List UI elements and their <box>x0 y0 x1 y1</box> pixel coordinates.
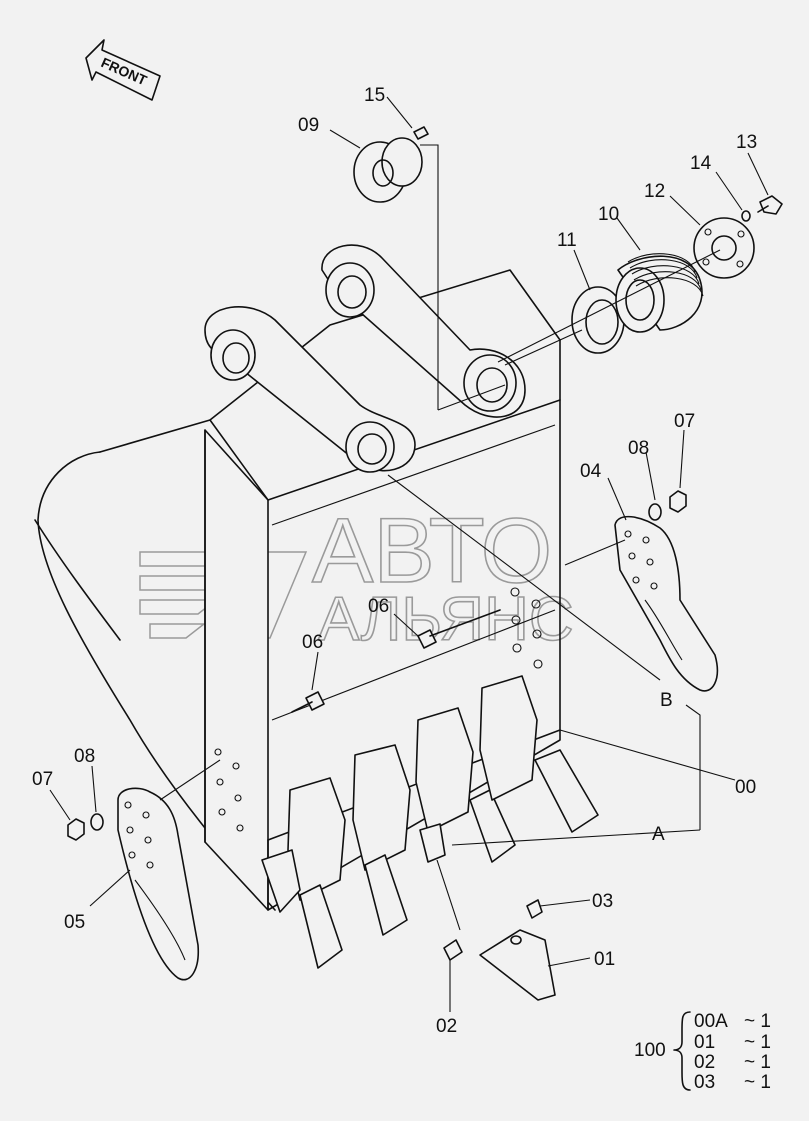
callout-06-left: 06 <box>302 632 323 653</box>
side-cutter-left <box>117 787 200 981</box>
assembly-row-3: 02 ~ 1 <box>694 1052 771 1073</box>
grease-fitting <box>413 126 429 140</box>
cap-bolt <box>757 195 783 215</box>
callout-09: 09 <box>298 115 319 136</box>
callout-A: A <box>652 824 665 845</box>
assembly-qty-1: ~ 1 <box>744 1011 771 1032</box>
pin-boss-upper-left <box>210 329 256 381</box>
callout-03: 03 <box>592 891 613 912</box>
assembly-brace <box>673 1011 691 1091</box>
pin-boss-lower-left <box>345 421 395 473</box>
assembly-qty-4: ~ 1 <box>744 1072 771 1093</box>
assembly-note: 100 00A ~ 1 01 ~ 1 02 ~ 1 03 ~ 1 <box>634 1011 771 1093</box>
callout-07-left: 07 <box>32 769 53 790</box>
callout-05: 05 <box>64 912 85 933</box>
assembly-part-2: 01 <box>694 1032 715 1053</box>
callout-14: 14 <box>690 153 712 174</box>
pin-boss-upper-right <box>325 262 375 318</box>
callout-13: 13 <box>736 132 757 153</box>
tooth-adapter-1 <box>287 777 346 969</box>
tooth-adapter-2 <box>352 744 411 936</box>
callout-07-right: 07 <box>674 411 695 432</box>
callout-08-left: 08 <box>74 746 95 767</box>
callout-04: 04 <box>580 461 602 482</box>
assembly-part-4: 03 <box>694 1072 715 1093</box>
bolt-right <box>417 609 501 649</box>
watermark-line-2: АЛЬЯНС <box>318 585 574 654</box>
callout-11: 11 <box>557 230 577 251</box>
lock-washer <box>741 210 751 222</box>
nut-left <box>67 818 85 841</box>
callout-12: 12 <box>644 181 665 202</box>
washer-right <box>648 503 662 521</box>
loose-tooth <box>479 929 556 1001</box>
assembly-row-1: 00A ~ 1 <box>694 1011 771 1032</box>
left-side-bolt-holes <box>214 748 244 832</box>
boss-brackets <box>204 244 526 473</box>
pin-boss-lower-right <box>463 354 517 412</box>
callout-08-right: 08 <box>628 438 649 459</box>
bucket-teeth <box>261 675 599 969</box>
callout-15: 15 <box>364 85 385 106</box>
callouts: 15 09 13 14 12 10 11 07 08 04 06 06 B 08… <box>32 85 757 1037</box>
bolt-left <box>291 691 325 713</box>
assembly-part-1: 00A <box>694 1011 728 1032</box>
assembly-part-3: 02 <box>694 1052 715 1073</box>
washer-left <box>90 813 104 831</box>
callout-01: 01 <box>594 949 615 970</box>
assembly-qty-2: ~ 1 <box>744 1032 771 1053</box>
watermark-line-1: АВТО <box>312 500 552 602</box>
callout-06-right: 06 <box>368 596 389 617</box>
assembly-row-4: 03 ~ 1 <box>694 1072 771 1093</box>
callout-B: B <box>660 690 673 711</box>
callout-02: 02 <box>436 1016 457 1037</box>
tooth-lock <box>526 899 543 919</box>
nut-right <box>669 490 687 513</box>
leader-lines <box>49 96 769 1012</box>
side-cutter-right <box>614 515 719 692</box>
shim-plate <box>693 217 755 279</box>
right-side-bolt-holes <box>510 587 543 669</box>
front-arrow: FRONT <box>85 39 161 101</box>
callout-00: 00 <box>735 777 756 798</box>
pin-cap <box>353 137 423 203</box>
assembly-code: 100 <box>634 1040 666 1061</box>
tooth-adapter-4 <box>479 675 599 833</box>
assembly-row-2: 01 ~ 1 <box>694 1032 771 1053</box>
assembly-qty-3: ~ 1 <box>744 1052 771 1073</box>
tooth-adapter-3 <box>415 707 516 863</box>
callout-10: 10 <box>598 204 619 225</box>
tooth-adapter-5 <box>261 849 301 913</box>
tooth-pin <box>443 939 463 961</box>
